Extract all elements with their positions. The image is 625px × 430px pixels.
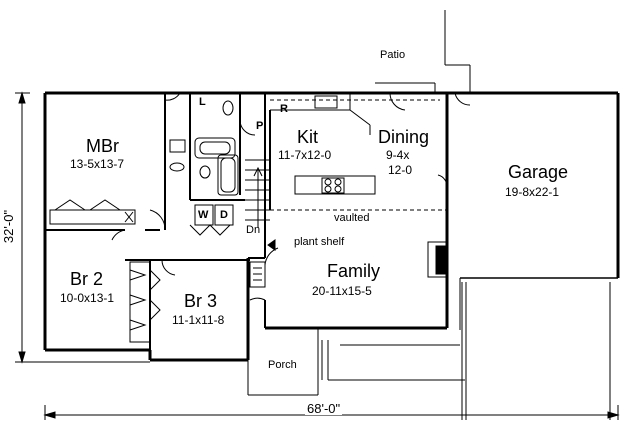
room-name-br2: Br 2	[70, 269, 104, 289]
room-name-dining: Dining	[378, 127, 430, 147]
room-dims-br3: 11-1x11-8	[172, 313, 225, 327]
label-vaulted: vaulted	[334, 212, 370, 224]
label-porch: Porch	[268, 359, 297, 371]
porch-outline	[247, 328, 465, 396]
room-dims-br2: 10-0x13-1	[60, 291, 115, 305]
room-dims-mbr: 13-5x13-7	[70, 157, 125, 171]
room-dims-garage: 19-8x22-1	[505, 185, 560, 199]
exterior-walls	[43, 91, 620, 362]
room-dims-kit: 11-7x12-0	[278, 148, 332, 162]
label-patio: Patio	[380, 49, 406, 61]
overall-width-dimension: 68'-0"	[305, 401, 343, 416]
label-plant-shelf: plant shelf	[294, 236, 345, 248]
fixture-pantry: P	[256, 120, 264, 132]
room-dims-family: 20-11x15-5	[312, 284, 372, 298]
stairs-down-label: Dn	[246, 224, 261, 236]
kitchen-counters	[270, 93, 376, 195]
fixture-linen: L	[199, 96, 206, 108]
room-name-kit: Kit	[297, 127, 319, 147]
room-name-mbr: MBr	[86, 136, 119, 156]
room-name-garage: Garage	[508, 162, 569, 182]
room-dims-dining-line2: 12-0	[388, 163, 413, 177]
stairs	[245, 159, 270, 228]
fixture-refrigerator: R	[280, 103, 288, 115]
interior-walls	[45, 93, 271, 350]
room-name-family: Family	[327, 261, 380, 281]
overall-depth-dimension: 32'-0"	[1, 207, 17, 246]
fixture-dryer: D	[220, 209, 228, 221]
room-name-br3: Br 3	[184, 291, 218, 311]
room-dims-dining-line1: 9-4x	[386, 148, 410, 162]
fixture-washer: W	[198, 209, 209, 221]
